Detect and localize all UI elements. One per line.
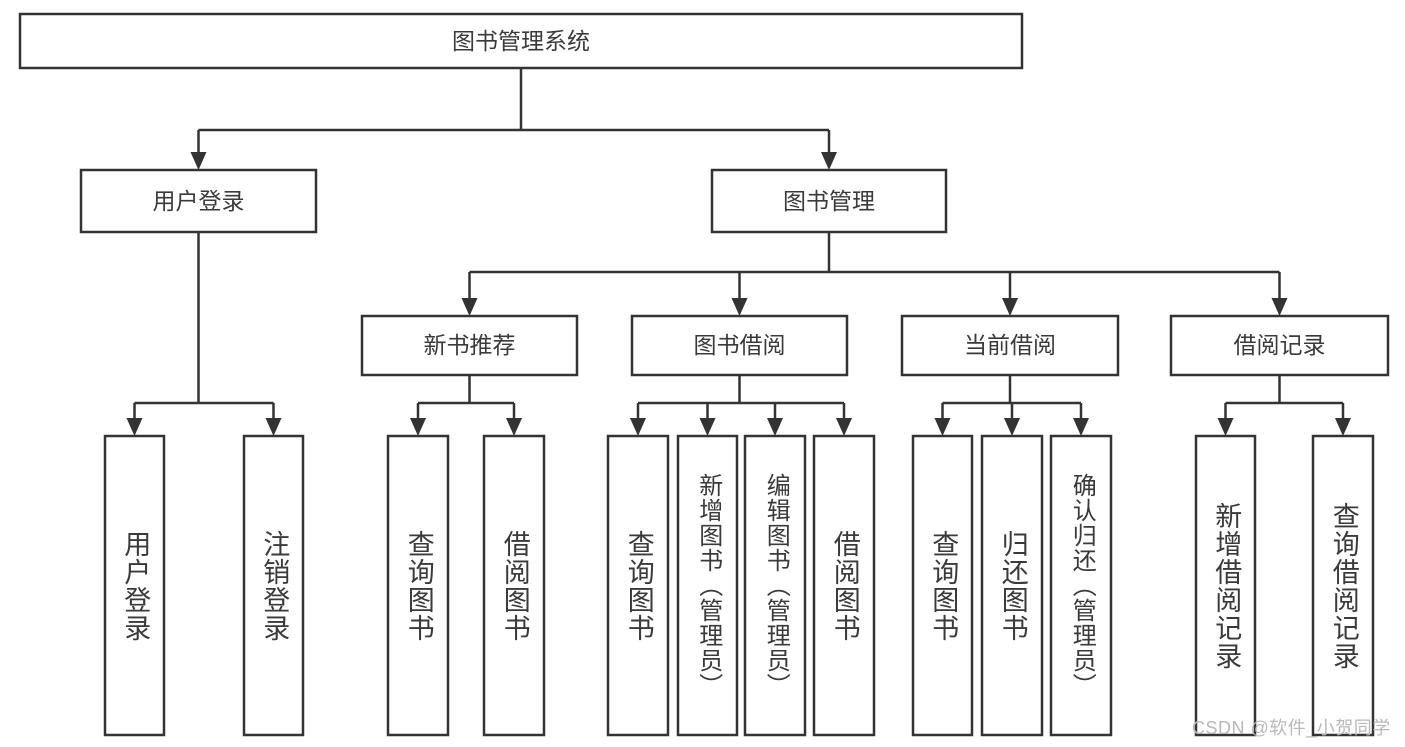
arrow-head-icon	[699, 418, 716, 436]
node-box-leaf-user-login[interactable]	[103, 434, 166, 737]
arrow-head-icon	[731, 298, 748, 316]
node-box-leaf-borrow-book-2[interactable]	[812, 434, 876, 737]
arrow-head-icon	[1335, 418, 1351, 436]
edges-layer	[126, 68, 1351, 436]
edge-group-current-borrow	[934, 375, 1089, 436]
arrow-head-icon	[461, 298, 478, 316]
arrow-head-icon	[1217, 418, 1234, 436]
arrow-head-icon	[410, 418, 426, 436]
arrow-head-icon	[767, 418, 783, 436]
arrow-head-icon	[630, 418, 646, 436]
node-box-new-book-rec[interactable]	[360, 314, 579, 377]
node-box-leaf-add-record[interactable]	[1194, 434, 1257, 737]
node-box-user-login[interactable]	[79, 168, 318, 234]
arrow-head-icon	[1073, 418, 1089, 436]
arrow-head-icon	[1002, 298, 1018, 316]
node-box-leaf-query-book-2[interactable]	[606, 434, 670, 737]
arrow-head-icon	[506, 418, 522, 436]
boxes-layer	[18, 12, 1390, 737]
arrow-head-icon	[265, 418, 282, 436]
edge-group-borrow-record	[1217, 375, 1351, 436]
watermark-text: CSDN @软件_小贺同学	[1192, 718, 1391, 738]
node-box-leaf-return-book[interactable]	[980, 434, 1044, 737]
node-box-leaf-confirm-return[interactable]	[1049, 434, 1113, 737]
arrow-head-icon	[126, 418, 143, 436]
node-box-leaf-add-book[interactable]	[676, 434, 739, 737]
node-box-leaf-borrow-book-1[interactable]	[482, 434, 546, 737]
arrow-head-icon	[934, 418, 951, 436]
node-box-current-borrow[interactable]	[900, 314, 1120, 377]
node-box-borrow-record[interactable]	[1169, 314, 1390, 377]
node-box-root[interactable]	[18, 12, 1024, 70]
node-box-leaf-query-book-1[interactable]	[386, 434, 450, 737]
edge-group-new-book-rec	[410, 375, 522, 436]
edge-group-user-login	[126, 232, 282, 436]
node-box-book-manage[interactable]	[710, 168, 948, 234]
arrow-head-icon	[836, 418, 852, 436]
arrow-head-icon	[1004, 418, 1020, 436]
node-box-leaf-query-record[interactable]	[1311, 434, 1375, 737]
node-box-leaf-edit-book[interactable]	[743, 434, 807, 737]
node-box-leaf-logout[interactable]	[242, 434, 305, 737]
node-box-leaf-query-book-3[interactable]	[911, 434, 974, 737]
edge-group-root	[190, 68, 837, 170]
arrow-head-icon	[821, 152, 837, 170]
node-box-book-borrow[interactable]	[630, 314, 849, 377]
edge-group-book-manage	[461, 232, 1288, 316]
edge-group-book-borrow	[630, 375, 852, 436]
arrow-head-icon	[190, 152, 207, 170]
arrow-head-icon	[1271, 298, 1288, 316]
